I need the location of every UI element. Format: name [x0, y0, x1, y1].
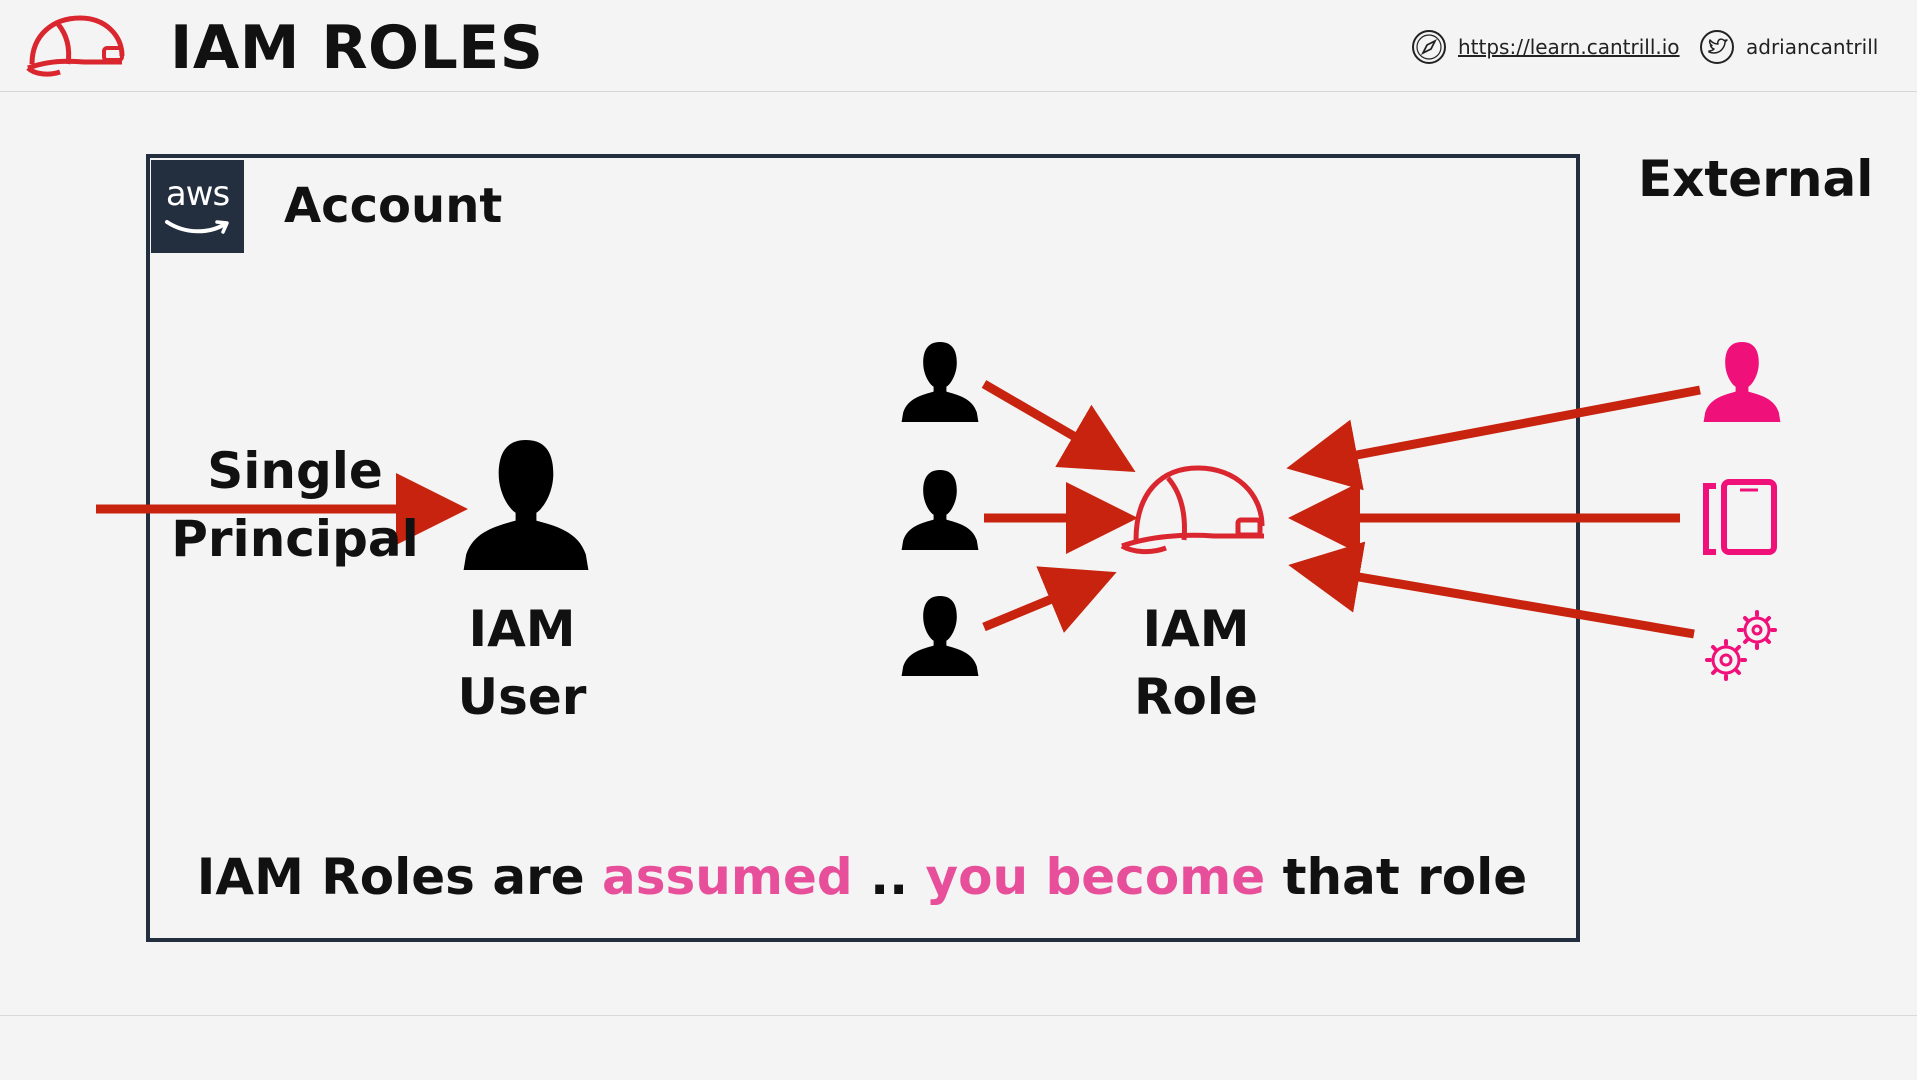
twitter-icon	[1700, 30, 1734, 64]
account-boundary	[146, 154, 1580, 942]
principal-user-icon-3	[901, 596, 979, 676]
iam-user-label: IAM User	[457, 600, 587, 726]
arrow-principal-3	[982, 566, 1117, 633]
arrows	[96, 380, 1701, 639]
arrow-external-user	[1286, 385, 1701, 491]
arrow-principal-1	[981, 380, 1136, 473]
account-label: Account	[284, 178, 503, 234]
aws-logo-text: aws	[165, 174, 230, 214]
twitter-link[interactable]: adriancantrill	[1698, 27, 1878, 67]
caption-part-5: that role	[1265, 848, 1528, 906]
twitter-handle[interactable]: adriancantrill	[1746, 35, 1879, 59]
single-principal-label: Single Principal	[171, 442, 419, 568]
page-title: IAM ROLES	[170, 13, 544, 83]
mobile-icon	[1703, 479, 1777, 555]
header: IAM ROLES https://learn.cantrill.io adri…	[0, 0, 1917, 92]
caption-you-become: you become	[925, 848, 1266, 906]
compass-icon	[1412, 30, 1446, 64]
iam-role-helmet-icon	[1120, 465, 1265, 555]
principal-user-icon-2	[901, 470, 979, 550]
website-link[interactable]: https://learn.cantrill.io	[1410, 27, 1680, 67]
footer-divider	[0, 1015, 1917, 1016]
aws-logo-icon: aws	[151, 160, 244, 253]
gear-icon	[1705, 610, 1777, 681]
iam-role-label: IAM Role	[1134, 600, 1258, 726]
caption-assumed: assumed	[602, 848, 853, 906]
caption: IAM Roles are assumed .. you become that…	[0, 848, 1724, 906]
iam-user-icon	[463, 440, 589, 570]
principal-user-icon-1	[901, 342, 979, 422]
caption-part-1: IAM Roles are	[196, 848, 603, 906]
helmet-logo-icon	[26, 15, 125, 77]
aws-smile-icon	[165, 220, 229, 234]
external-user-icon	[1703, 342, 1781, 422]
external-label: External	[1638, 150, 1874, 208]
caption-part-3: ..	[852, 848, 926, 906]
arrow-external-service	[1288, 541, 1695, 639]
website-url[interactable]: https://learn.cantrill.io	[1458, 35, 1680, 59]
